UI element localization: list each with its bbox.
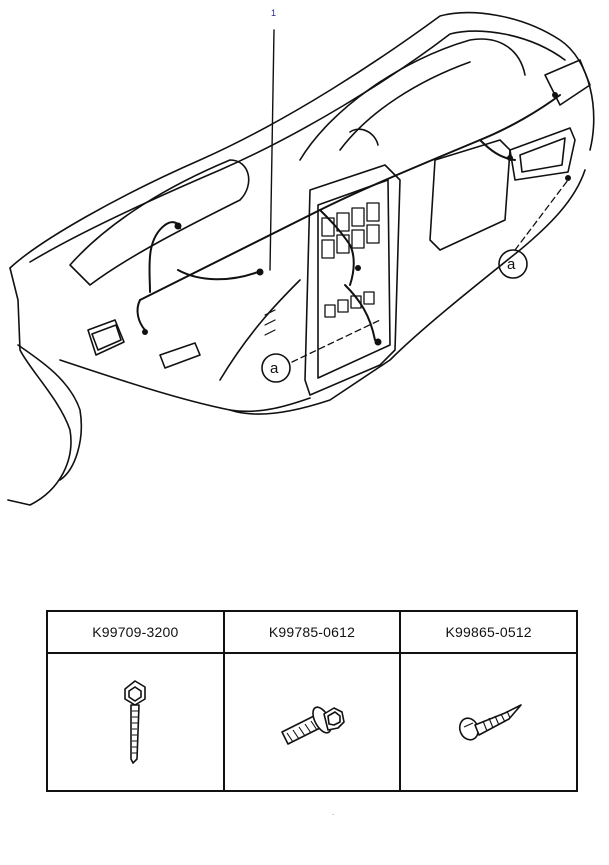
- parts-image-row: [46, 652, 578, 792]
- dashboard-lower-edge: [59, 359, 311, 413]
- flange-bolt-icon: [281, 706, 345, 745]
- vent-slots: [264, 309, 276, 336]
- switch-block-upper: [321, 202, 380, 259]
- parts-table: K99709-3200 K99785-0612 K99865-0512: [46, 610, 578, 792]
- cable-tie-icon: [124, 680, 147, 764]
- part-image-cell: [399, 652, 578, 792]
- callout-letter-a-left: a: [270, 360, 279, 377]
- instrument-hood: [299, 38, 526, 161]
- right-end-vent: [544, 59, 591, 106]
- tapping-screw-icon: [458, 704, 522, 741]
- center-stack: [304, 164, 401, 396]
- dashboard-top-edge-inner: [29, 30, 566, 263]
- glove-box: [429, 139, 511, 251]
- lower-left-compartment: [159, 342, 201, 369]
- part-number-cell: K99709-3200: [46, 610, 225, 654]
- left-upper-recess: [69, 159, 250, 286]
- dashboard-wiring-diagram: 1 a a: [7, 8, 595, 506]
- knee-protector: [219, 279, 301, 381]
- right-air-vent: [509, 127, 576, 181]
- callout-a-right-circle: [498, 249, 528, 279]
- dashboard-top-outline: [9, 11, 595, 269]
- switch-block-lower: [324, 291, 375, 318]
- callout-letter-a-right: a: [507, 256, 516, 273]
- callout-number-1: 1: [271, 8, 276, 18]
- callout-1-leader: [269, 29, 275, 271]
- parts-header-row: K99709-3200 K99785-0612 K99865-0512: [46, 610, 578, 654]
- callout-a-left-leader: [291, 319, 381, 363]
- callout-a-left-circle: [261, 353, 291, 383]
- knee-panel: [17, 344, 83, 481]
- wiring-harness: [136, 94, 561, 341]
- part-number-cell: K99785-0612: [222, 610, 402, 654]
- part-number-cell: K99865-0512: [399, 610, 578, 654]
- dashboard-lower-edge-2: [229, 169, 586, 415]
- footer-mark: .: [332, 808, 335, 817]
- dashboard-left-end: [7, 267, 72, 506]
- connectors: [142, 92, 571, 346]
- left-air-vent: [87, 319, 125, 356]
- callout-a-right-leader: [514, 179, 569, 251]
- speaker-grille: [349, 128, 379, 146]
- part-image-cell: [46, 652, 225, 792]
- part-image-cell: [222, 652, 402, 792]
